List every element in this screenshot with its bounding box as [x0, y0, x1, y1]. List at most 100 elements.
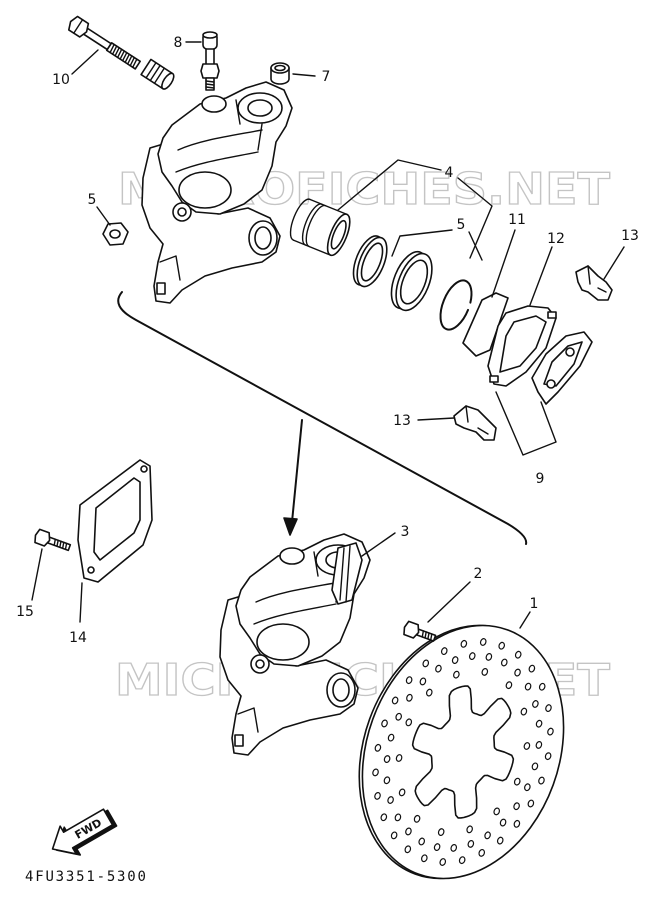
clip-upper-fold [587, 265, 607, 293]
disc-hole [513, 802, 520, 811]
assembled-pads [331, 542, 363, 605]
disc-hole [514, 668, 521, 677]
disc-hole [538, 682, 546, 691]
disc-hole [406, 693, 413, 702]
disc-hole [453, 670, 460, 679]
bolt-head-edge [73, 19, 84, 34]
disc-hole [405, 718, 413, 727]
leader-line-13-upper [603, 246, 625, 280]
shim-plate [462, 292, 509, 357]
disc-hole [405, 827, 412, 836]
leader-line-13-lower [417, 417, 455, 421]
disc-hole [390, 831, 398, 840]
leader-line-10 [71, 49, 99, 75]
callout-5-seals: 5 [457, 217, 466, 233]
callout-2: 2 [474, 566, 483, 582]
callout-12: 12 [547, 231, 565, 247]
disc-hole [467, 840, 475, 848]
part-disc-bolt [403, 620, 437, 642]
bleeder-hex [200, 63, 220, 79]
disc-hole [524, 783, 531, 792]
part-pad-clip-lower [453, 405, 497, 441]
bleeder-cap-top [202, 31, 218, 39]
part-bleeder-screw [200, 31, 220, 91]
piston-seal-inner [399, 259, 429, 305]
disc-hole [440, 647, 448, 656]
disc-hole [547, 727, 554, 736]
disc-hole [484, 831, 491, 840]
disc-hole [538, 776, 545, 785]
disc-hole [450, 843, 458, 852]
clip-upper-body [575, 265, 613, 301]
disc-hole [395, 754, 403, 762]
disc-hole [498, 641, 505, 650]
part-caliper-bolt [67, 15, 141, 70]
guard-bolt-threads [53, 538, 68, 551]
disc-hole [545, 704, 552, 713]
bolt-thread [105, 42, 141, 70]
disc-hole [419, 677, 427, 686]
part-bolt-sleeve [140, 58, 175, 90]
part-nut [102, 222, 129, 246]
piston-back [289, 198, 311, 241]
disc-hole [387, 733, 395, 742]
callout-13-lower: 13 [393, 413, 411, 429]
disc-hole [437, 828, 445, 836]
clip-lower-body [453, 405, 497, 441]
disc-hole [391, 696, 399, 705]
disc-hole [395, 712, 402, 721]
leader-line-2 [427, 581, 471, 623]
disc-hole [374, 791, 381, 800]
part-bleeder-cap [270, 62, 290, 85]
guard-plate-hole-top [140, 465, 148, 473]
disc-hole [398, 788, 406, 797]
pad-friction-material [499, 315, 547, 373]
sleeve-ridges [145, 62, 166, 84]
piston-sides [292, 198, 348, 256]
bleeder-stem [205, 47, 215, 66]
part-pad-shim [462, 292, 509, 357]
disc-hole [418, 837, 426, 846]
disc-hole [500, 658, 508, 667]
part-brake-disc [358, 624, 565, 880]
leader-line-15 [31, 548, 43, 601]
disc-hole [387, 796, 394, 804]
disc-hole [535, 741, 543, 749]
disc-hole [523, 742, 531, 750]
disc-hole [433, 843, 441, 851]
circlip-ring [439, 279, 473, 331]
disc-hole [439, 858, 447, 866]
disc-center-cutout [411, 685, 515, 819]
bleeder-thread-lines [205, 80, 215, 89]
assembly-bracket-curve [117, 291, 528, 545]
leader-bracket-9 [495, 391, 557, 456]
disc-hole [485, 653, 493, 661]
disc-hole [478, 848, 486, 857]
callout-4: 4 [445, 165, 454, 181]
callout-14: 14 [69, 630, 87, 646]
disc-hole [413, 814, 421, 823]
disc-hole [520, 707, 528, 716]
part-brake-pad-front [487, 305, 557, 387]
cap-top-inner [274, 64, 286, 72]
disc-hole [451, 656, 459, 664]
disc-hole [479, 638, 487, 646]
disc-hole [383, 776, 391, 785]
disc-hole [499, 818, 507, 827]
disc-hole [505, 681, 513, 690]
disc-hole [458, 856, 466, 865]
disc-hole [532, 700, 539, 708]
callout-11: 11 [508, 212, 526, 228]
disc-hole [496, 836, 504, 845]
guard-plate-hole-bottom [87, 566, 95, 574]
disc-hole [493, 807, 501, 816]
leader-line-1 [519, 611, 531, 629]
disc-hole [513, 819, 521, 828]
part-pad-clip-upper [575, 265, 613, 301]
pad-rear-hole-top [565, 347, 575, 357]
bolt-shank [83, 27, 112, 51]
disc-hole [531, 762, 539, 771]
sleeve-end [161, 72, 175, 90]
assembled-pad-lines [339, 545, 351, 603]
